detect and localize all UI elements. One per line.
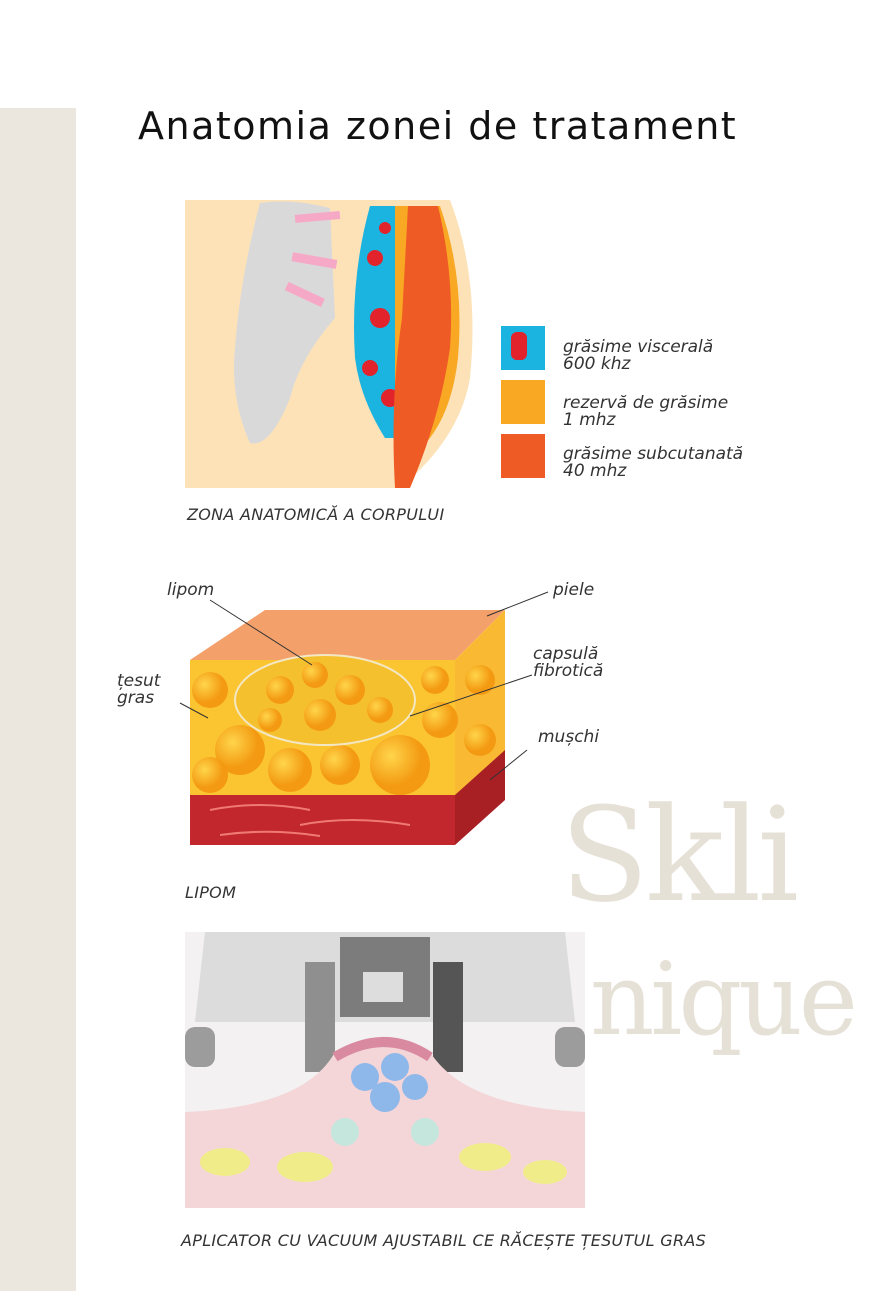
page-title: Anatomia zonei de tratament [138, 104, 738, 148]
label-lipom: lipom [167, 580, 215, 600]
vacuum-applicator-illustration [185, 932, 585, 1208]
watermark-logo-2: nique [590, 941, 858, 1058]
legend-swatch-visceral [501, 326, 545, 370]
legend-swatch-reserve [501, 380, 545, 424]
watermark-logo: Skli [560, 779, 799, 931]
figure3-caption: APLICATOR CU VACUUM AJUSTABIL CE RĂCEȘTE… [181, 1231, 707, 1250]
legend-swatch-subcutaneous [501, 434, 545, 478]
lipoma-illustration [190, 610, 505, 845]
side-band [0, 108, 76, 1291]
label-muschi: mușchi [538, 727, 600, 747]
label-piele: piele [553, 580, 595, 600]
figure2-caption: LIPOM [185, 883, 237, 902]
figure1-caption: ZONA ANATOMICĂ A CORPULUI [187, 505, 445, 524]
body-anatomy-illustration [185, 200, 473, 488]
